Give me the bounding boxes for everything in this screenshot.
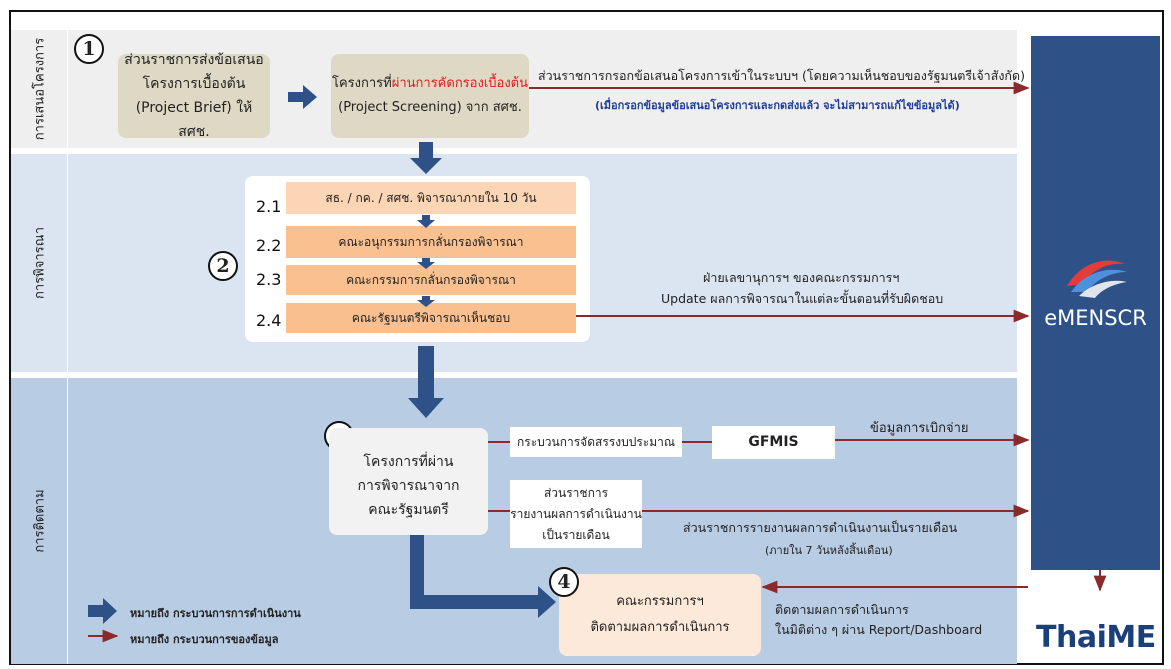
step-4-marker: 4: [549, 567, 579, 597]
substep-number: 2.4: [256, 311, 282, 330]
report-line: รายงานผลการดำเนินงาน: [510, 506, 642, 521]
approved-projects-box: โครงการที่ผ่าน การพิจารณาจาก คณะรัฐมนตรี: [329, 428, 488, 535]
disbursement-label: ข้อมูลการเบิกจ่าย: [870, 421, 969, 436]
proposal-flow-note: (เมื่อกรอกข้อมูลข้อเสนอโครงการและกดส่งแล…: [595, 99, 960, 112]
screening-line-2: (Project Screening) จาก สศช.: [338, 100, 522, 115]
project-brief-box: ส่วนราชการส่งข้อเสนอ โครงการเบื้องต้น (P…: [118, 52, 270, 140]
legend-process-arrow-icon: [88, 598, 117, 624]
process-arrow-2-3-to-2-4: [417, 296, 435, 307]
gfmis-box: GFMIS: [712, 426, 835, 459]
monthly-report-box: ส่วนราชการ รายงานผลการดำเนินงาน เป็นรายเ…: [510, 480, 642, 548]
step-2-marker: 2: [208, 251, 238, 281]
review-step-2-4: คณะรัฐมนตรีพิจารณาเห็นชอบ: [286, 303, 576, 333]
process-arrow-screening-to-review: [410, 142, 442, 174]
approved-line: โครงการที่ผ่าน: [363, 453, 454, 470]
feedback-line-2: ในมิติต่าง ๆ ผ่าน Report/Dashboard: [775, 622, 983, 637]
committee-line: ติดตามผลการดำเนินการ: [590, 620, 730, 635]
process-arrow-review-to-monitoring: [408, 346, 444, 418]
process-arrow-2-2-to-2-3: [417, 258, 435, 269]
review-step-2-1: สธ. / กค. / สศช. พิจารณาภายใน 10 วัน: [286, 182, 576, 214]
emenscr-logo-icon: [1067, 260, 1127, 298]
budget-process-box: กระบวนการจัดสรรงบประมาณ: [510, 427, 682, 457]
section-label-monitoring: การติดตาม: [11, 378, 68, 664]
legend-process-label: หมายถึง กระบวนการการดำเนินงาน: [130, 607, 301, 620]
report-flow-note: (ภายใน 7 วันหลังสิ้นเดือน): [765, 544, 893, 557]
report-line: ส่วนราชการ: [543, 485, 609, 500]
system-name: eMENSCR: [1044, 306, 1147, 330]
process-arrow-brief-to-screening: [288, 85, 317, 109]
review-step-2-2: คณะอนุกรรมการกลั่นกรองพิจารณา: [286, 226, 576, 258]
committee-line: คณะกรรมการฯ: [616, 594, 704, 609]
approved-line: การพิจารณาจาก: [357, 477, 460, 494]
feedback-line-1: ติดตามผลการดำเนินการ: [775, 602, 909, 617]
step-1-marker: 1: [74, 34, 104, 64]
project-screening-box: โครงการที่ผ่านการคัดกรองเบื้องต้น (Proje…: [331, 54, 529, 138]
screening-highlight: ผ่านการคัดกรองเบื้องต้น: [391, 76, 529, 91]
report-line: เป็นรายเดือน: [542, 527, 610, 542]
brief-line: ส่วนราชการส่งข้อเสนอ: [124, 52, 264, 68]
legend-data-label: หมายถึง กระบวนการของข้อมูล: [130, 633, 279, 646]
report-flow-text: ส่วนราชการรายงานผลการดำเนินงานเป็นรายเดื…: [683, 520, 958, 535]
substep-number: 2.1: [256, 197, 282, 216]
approved-line: คณะรัฐมนตรี: [368, 501, 449, 518]
section-label-review: การพิจารณา: [11, 154, 68, 372]
process-arrow-approved-to-committee: [410, 535, 556, 618]
review-step-2-3: คณะกรรมการกลั่นกรองพิจารณา: [286, 265, 576, 295]
section-label-proposal: การเสนอโครงการ: [11, 30, 68, 148]
proposal-flow-text: ส่วนราชการกรอกข้อเสนอโครงการเข้าในระบบฯ …: [538, 68, 1025, 83]
diagram-frame: [9, 10, 1164, 665]
review-flow-line-2: Update ผลการพิจารณาในแต่ละขั้นตอนที่รับผ…: [661, 291, 944, 306]
review-flow-line-1: ฝ่ายเลขานุการฯ ของคณะกรรมการฯ: [703, 270, 900, 285]
process-arrow-2-1-to-2-2: [417, 215, 435, 228]
committee-box: คณะกรรมการฯ ติดตามผลการดำเนินการ: [559, 574, 761, 656]
substep-number: 2.2: [256, 236, 282, 255]
brief-line: โครงการเบื้องต้น: [142, 76, 246, 92]
screening-line-1: โครงการที่ผ่านการคัดกรองเบื้องต้น: [331, 76, 529, 91]
thaime-logo: ThaiME: [1036, 620, 1156, 655]
emenscr-system-column: [1031, 36, 1160, 570]
brief-line: (Project Brief) ให้ สศช.: [135, 100, 253, 140]
substep-number: 2.3: [256, 270, 282, 289]
